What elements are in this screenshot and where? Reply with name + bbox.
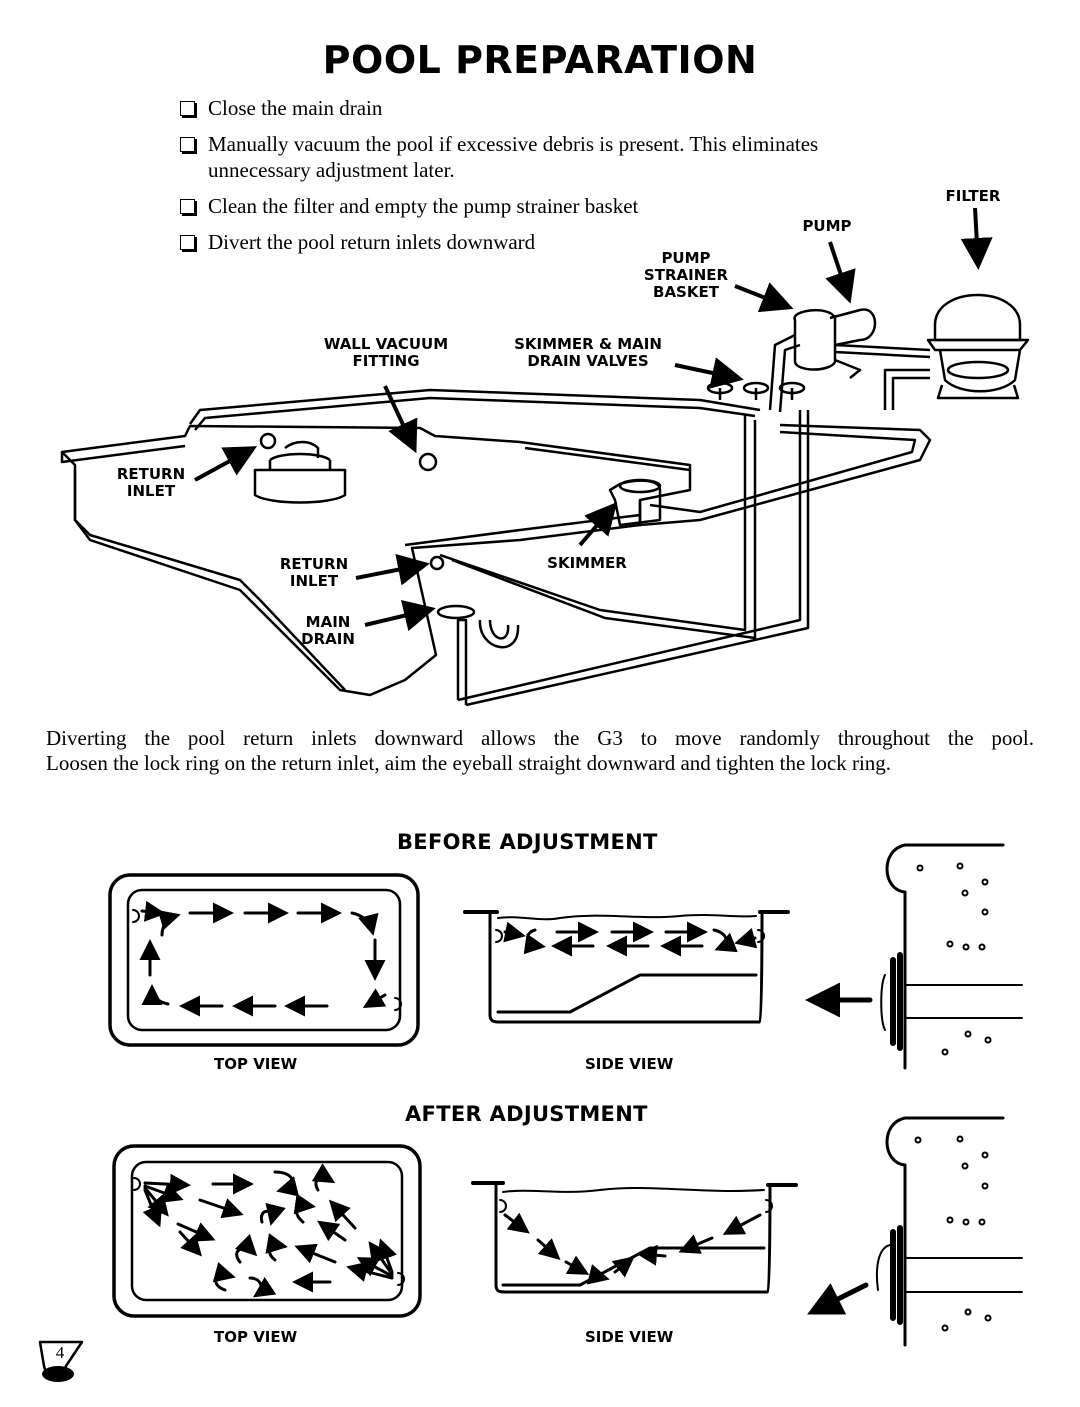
- checkbox-icon: [180, 101, 195, 116]
- pump-label: PUMP: [802, 217, 852, 235]
- after-adjustment-heading: AFTER ADJUSTMENT: [405, 1102, 648, 1126]
- page-title: POOL PREPARATION: [322, 38, 758, 82]
- checklist-item: Divert the pool return inlets downward: [180, 229, 940, 255]
- before-adjustment-heading: BEFORE ADJUSTMENT: [397, 830, 658, 854]
- skimmer-main-drain-valves-label: SKIMMER & MAIN DRAIN VALVES: [514, 335, 662, 370]
- checklist-item-text: Manually vacuum the pool if excessive de…: [208, 132, 819, 182]
- checklist-item-text: Close the main drain: [208, 96, 383, 120]
- after-side-view-label: SIDE VIEW: [585, 1328, 674, 1346]
- return-inlet-label-front: RETURN INLET: [279, 555, 349, 590]
- return-inlet-label-left: RETURN INLET: [116, 465, 186, 500]
- checkbox-icon: [180, 199, 195, 214]
- before-top-view-label: TOP VIEW: [214, 1055, 298, 1073]
- checkbox-icon: [180, 235, 195, 250]
- checkbox-icon: [180, 137, 195, 152]
- filter-label: FILTER: [945, 187, 1001, 205]
- checklist-item: Clean the filter and empty the pump stra…: [180, 193, 940, 219]
- skimmer-label: SKIMMER: [547, 554, 627, 572]
- wall-vacuum-fitting-label: WALL VACUUM FITTING: [323, 335, 449, 370]
- checklist-item-text: Clean the filter and empty the pump stra…: [208, 194, 639, 218]
- page-number: 4: [55, 1343, 65, 1362]
- pool-plumbing-diagram: [60, 207, 1030, 707]
- main-drain-label: MAIN DRAIN: [301, 613, 355, 648]
- paragraph-line: Loosen the lock ring on the return inlet…: [46, 751, 892, 775]
- preparation-checklist: Close the main drain Manually vacuum the…: [180, 95, 940, 265]
- paragraph-line: Diverting the pool return inlets downwar…: [46, 726, 1034, 750]
- before-side-view-label: SIDE VIEW: [585, 1055, 674, 1073]
- checklist-item: Manually vacuum the pool if excessive de…: [180, 131, 908, 183]
- checklist-item-text: Divert the pool return inlets downward: [208, 230, 536, 254]
- checklist-item: Close the main drain: [180, 95, 940, 121]
- instruction-paragraph: Diverting the pool return inlets downwar…: [46, 726, 1034, 776]
- after-top-view-label: TOP VIEW: [214, 1328, 298, 1346]
- pump-strainer-basket-label: PUMP STRAINER BASKET: [643, 249, 729, 301]
